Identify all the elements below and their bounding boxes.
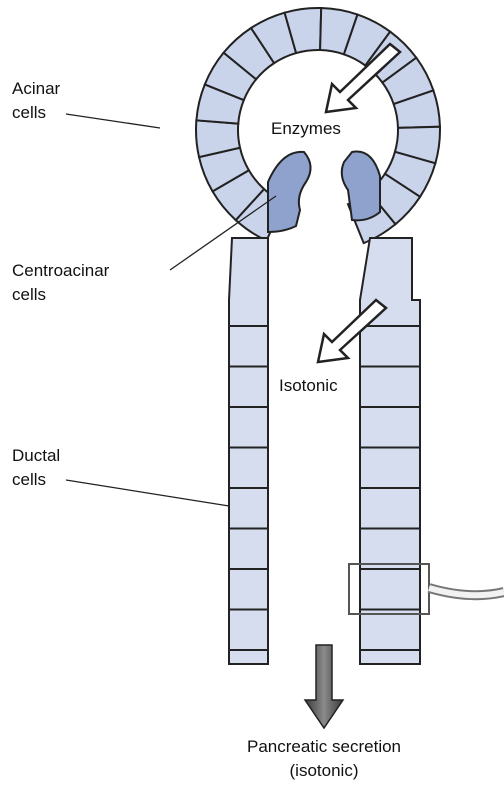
down-arrow-icon <box>305 645 343 728</box>
isotonic-label: Isotonic <box>279 376 338 395</box>
centroacinar-cells-label-line2: cells <box>12 285 46 304</box>
left-ductal-wall <box>229 238 268 664</box>
pancreatic-secretion-label-line1: Pancreatic secretion <box>247 737 401 756</box>
acinar-cells-label-line2: cells <box>12 103 46 122</box>
ductal-cells-label-line2: cells <box>12 470 46 489</box>
pancreatic-secretion-label-line2: (isotonic) <box>290 761 359 780</box>
ductal-cells-label-line1: Ductal <box>12 446 60 465</box>
enzymes-label: Enzymes <box>271 119 341 138</box>
right-ductal-wall <box>360 238 420 664</box>
centroacinar-cells <box>268 152 380 233</box>
centroacinar-cells-label-line1: Centroacinar <box>12 261 110 280</box>
acinar-cells-label-line1: Acinar <box>12 79 61 98</box>
